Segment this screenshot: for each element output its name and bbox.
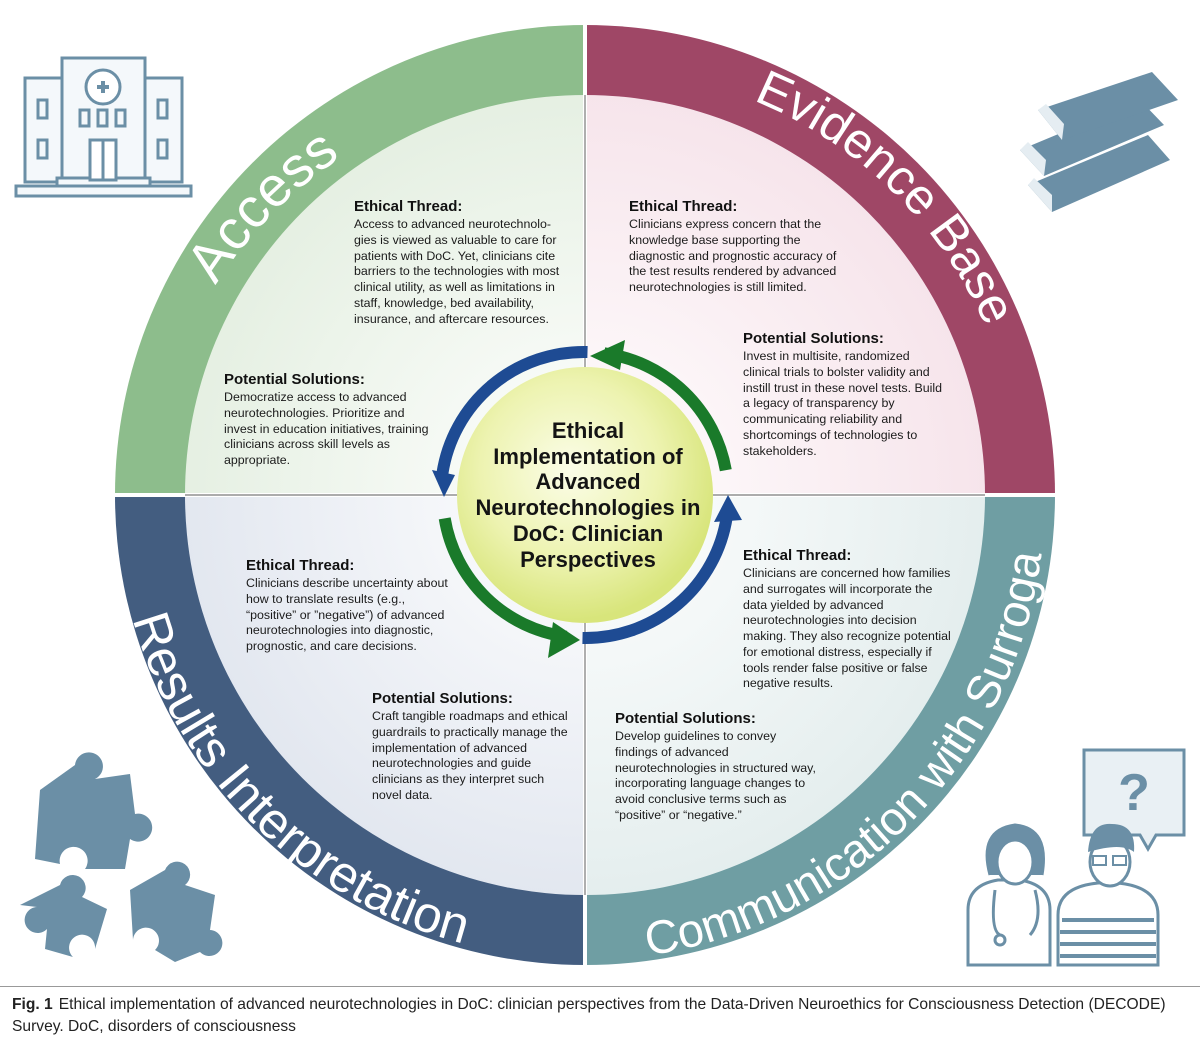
evidence-solutions-heading: Potential Solutions: bbox=[743, 330, 884, 347]
books-icon bbox=[1020, 72, 1178, 212]
results-thread-heading: Ethical Thread: bbox=[246, 557, 355, 574]
access-thread-text: Access to advanced neurotechnolo-gies is… bbox=[354, 217, 560, 326]
results-solutions-text: Craft tangible roadmaps and ethical guar… bbox=[372, 709, 568, 802]
communication-thread-text: Clinicians are concerned how families an… bbox=[743, 566, 951, 691]
evidence-solutions-block: Potential Solutions: Invest in multisite… bbox=[743, 330, 943, 459]
blue-arrow-right bbox=[582, 515, 733, 645]
clinician-icon bbox=[966, 823, 1052, 967]
access-solutions-heading: Potential Solutions: bbox=[224, 371, 365, 388]
center-circle bbox=[457, 367, 713, 623]
results-solutions-block: Potential Solutions: Craft tangible road… bbox=[372, 690, 572, 804]
cycle-arrows bbox=[432, 340, 742, 658]
access-thread-block: Ethical Thread: Access to advanced neuro… bbox=[354, 198, 562, 327]
evidence-thread-heading: Ethical Thread: bbox=[629, 198, 738, 215]
access-solutions-block: Potential Solutions: Democratize access … bbox=[224, 371, 436, 469]
clinician-and-surrogate-icon: ? bbox=[966, 748, 1186, 967]
caption-divider bbox=[0, 986, 1200, 987]
communication-thread-heading: Ethical Thread: bbox=[743, 547, 852, 564]
communication-solutions-text: Develop guidelines to convey findings of… bbox=[615, 729, 816, 822]
access-thread-heading: Ethical Thread: bbox=[354, 198, 463, 215]
figure-label: Fig. 1 bbox=[12, 996, 53, 1013]
communication-thread-block: Ethical Thread: Clinicians are concerned… bbox=[743, 547, 958, 692]
caption-text: Ethical implementation of advanced neuro… bbox=[12, 996, 1166, 1035]
communication-solutions-block: Potential Solutions: Develop guidelines … bbox=[615, 710, 820, 824]
results-solutions-heading: Potential Solutions: bbox=[372, 690, 513, 707]
blue-arrow-left bbox=[436, 345, 588, 475]
question-mark-icon: ? bbox=[1118, 764, 1150, 822]
evidence-thread-text: Clinicians express concern that the know… bbox=[629, 217, 837, 294]
evidence-solutions-text: Invest in multisite, randomized clinical… bbox=[743, 349, 943, 458]
evidence-thread-block: Ethical Thread: Clinicians express conce… bbox=[629, 198, 844, 296]
results-thread-text: Clinicians describe uncertainty about ho… bbox=[246, 576, 448, 653]
hospital-icon bbox=[14, 56, 193, 198]
green-arrow-bottom bbox=[438, 517, 568, 643]
green-arrow-top bbox=[603, 347, 732, 472]
results-thread-block: Ethical Thread: Clinicians describe unce… bbox=[246, 557, 456, 655]
framework-diagram: Access Evidence Base Communication with … bbox=[14, 25, 1186, 967]
access-solutions-text: Democratize access to advanced neurotech… bbox=[224, 390, 429, 467]
surrogate-icon bbox=[1056, 823, 1160, 967]
communication-solutions-heading: Potential Solutions: bbox=[615, 710, 756, 727]
center-title: Ethical Implementation of Advanced Neuro… bbox=[475, 418, 701, 572]
puzzle-pieces-icon bbox=[20, 752, 223, 962]
